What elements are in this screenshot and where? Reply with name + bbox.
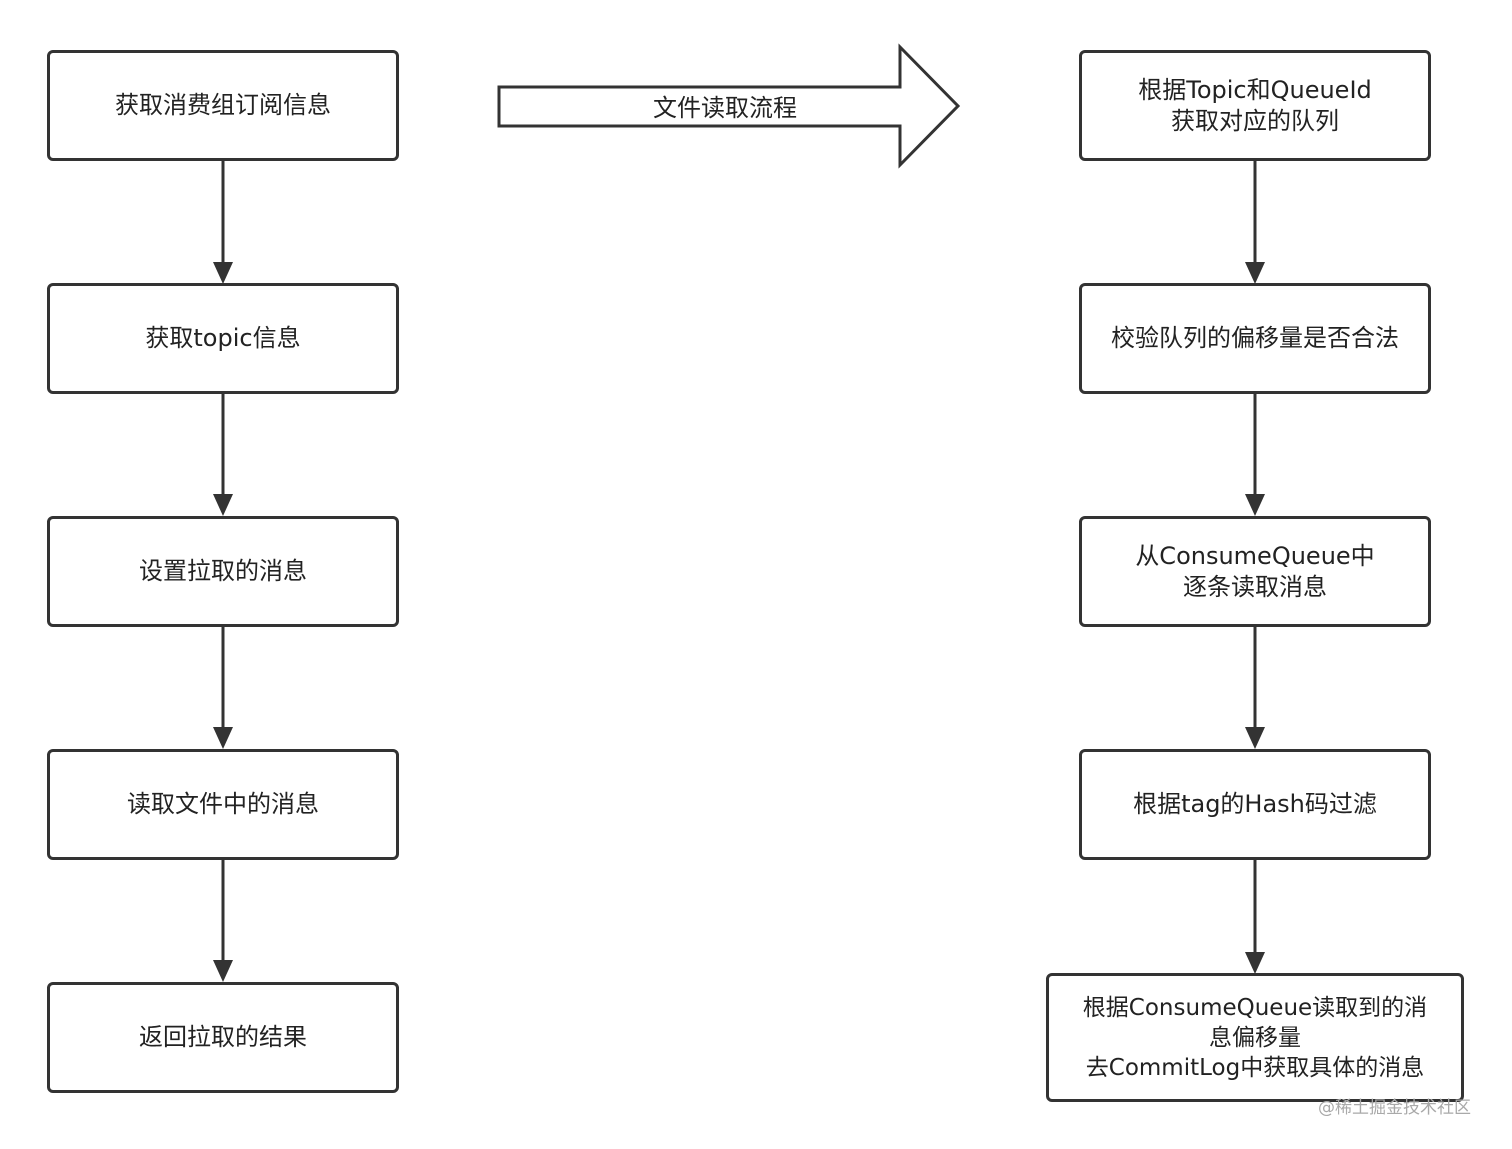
right-step-2: 校验队列的偏移量是否合法 <box>1079 283 1431 394</box>
left-step-3: 设置拉取的消息 <box>47 516 399 627</box>
right-connectors <box>1245 160 1265 974</box>
right-arrowhead-4 <box>1245 952 1265 974</box>
right-arrowhead-3 <box>1245 727 1265 749</box>
right-step-4: 根据tag的Hash码过滤 <box>1079 749 1431 860</box>
left-arrowhead-1 <box>213 262 233 284</box>
left-arrowhead-4 <box>213 960 233 982</box>
right-step-1: 根据Topic和QueueId 获取对应的队列 <box>1079 50 1431 161</box>
big-right-arrow <box>497 43 961 169</box>
right-step-5: 根据ConsumeQueue读取到的消 息偏移量 去CommitLog中获取具体… <box>1046 973 1464 1102</box>
left-connectors <box>213 160 233 982</box>
left-arrowhead-3 <box>213 727 233 749</box>
right-arrowhead-1 <box>1245 262 1265 284</box>
big-arrow-label: 文件读取流程 <box>653 94 797 122</box>
watermark-text: @稀土掘金技术社区 <box>1318 1098 1471 1118</box>
left-step-1: 获取消费组订阅信息 <box>47 50 399 161</box>
right-step-3: 从ConsumeQueue中 逐条读取消息 <box>1079 516 1431 627</box>
left-step-4: 读取文件中的消息 <box>47 749 399 860</box>
right-arrowhead-2 <box>1245 494 1265 516</box>
left-arrowhead-2 <box>213 494 233 516</box>
left-step-5: 返回拉取的结果 <box>47 982 399 1093</box>
left-step-2: 获取topic信息 <box>47 283 399 394</box>
